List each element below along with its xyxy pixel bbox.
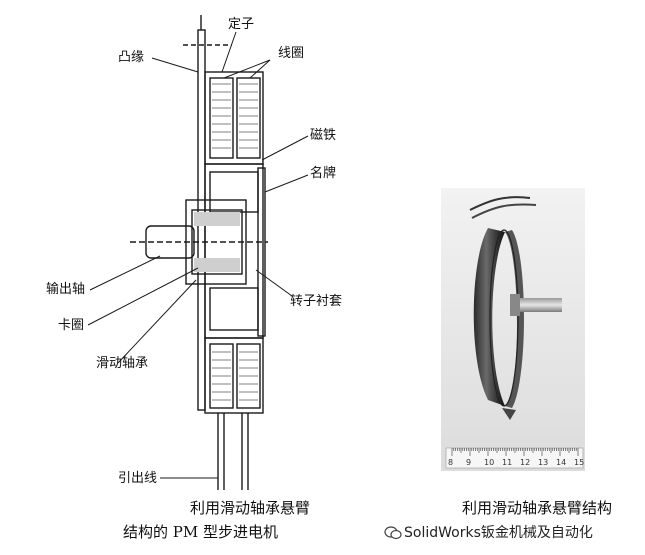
label-magnet: 磁铁 <box>310 128 337 143</box>
label-lead-wire: 引出线 <box>118 471 158 486</box>
caption-left-line2: 结构的 PM 型步进电机 <box>123 523 278 541</box>
watermark-text: SolidWorks钣金机械及自动化 <box>404 525 593 541</box>
wechat-icon <box>384 526 402 540</box>
ruler-number: 8 <box>448 458 454 467</box>
label-output-shaft: 输出轴 <box>46 282 86 297</box>
label-rotor-sleeve: 转子衬套 <box>290 294 343 309</box>
label-flange: 凸缘 <box>118 50 145 65</box>
label-stator: 定子 <box>228 17 255 32</box>
ruler-number: 12 <box>520 458 531 467</box>
ruler-number: 9 <box>466 458 472 467</box>
label-nameplate: 名牌 <box>310 166 337 181</box>
motor-photo <box>441 188 585 471</box>
ruler-number: 14 <box>556 458 567 467</box>
label-sliding-bearing: 滑动轴承 <box>96 356 149 371</box>
label-retaining-ring: 卡圈 <box>58 318 85 333</box>
caption-left-line1: 利用滑动轴承悬臂 <box>190 499 311 517</box>
ruler-number: 11 <box>502 458 513 467</box>
ruler-number: 13 <box>538 458 549 467</box>
ruler-number: 15 <box>574 458 585 467</box>
label-coil: 线圈 <box>278 46 305 61</box>
caption-right: 利用滑动轴承悬臂结构 <box>462 499 613 517</box>
ruler-number: 10 <box>484 458 495 467</box>
